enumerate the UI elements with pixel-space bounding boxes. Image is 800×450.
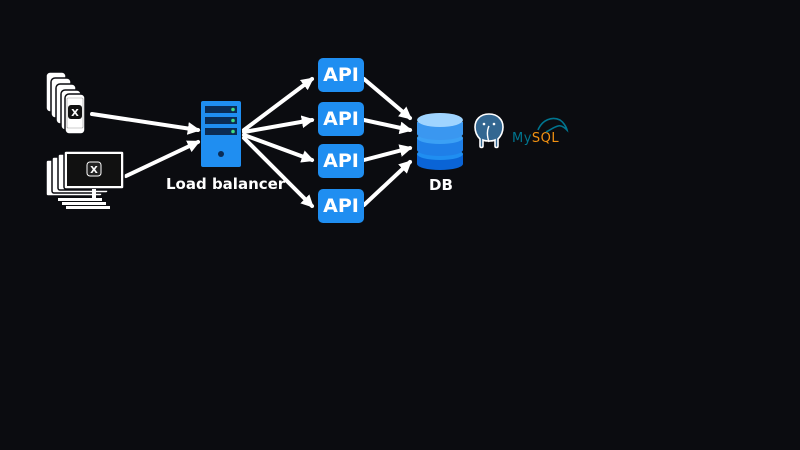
mysql-logo: MySQL (512, 131, 559, 146)
arrow-lb-to-api-2 (242, 115, 315, 134)
api-node-3: API (318, 144, 364, 178)
database-icon (417, 113, 463, 170)
arrow-api-2-to-db (362, 118, 413, 135)
db-label: DB (429, 176, 453, 194)
arrow-api-1-to-db (362, 77, 412, 120)
arrow-api-4-to-db (362, 160, 412, 207)
mysql-suffix: SQL (531, 131, 560, 146)
api-node-2: API (318, 102, 364, 136)
desktop-clients-icon: X (45, 150, 125, 209)
mysql-dolphin-icon (537, 117, 569, 133)
mobile-clients-icon: X (45, 71, 86, 135)
arrow-lb-to-api-4 (242, 136, 314, 208)
load-balancer-label: Load balancer (166, 175, 286, 193)
api-node-1: API (318, 58, 364, 92)
mobile-x-logo: X (71, 108, 79, 119)
postgresql-elephant-icon (474, 113, 504, 149)
arrow-api-3-to-db (362, 144, 413, 162)
arrow-mobile-to-lb (90, 112, 201, 135)
desktop-x-logo: X (90, 165, 98, 176)
load-balancer-server-icon (201, 101, 241, 167)
arrow-lb-to-api-1 (242, 77, 315, 132)
arrow-desktop-to-lb (124, 140, 201, 178)
arrow-lb-to-api-3 (242, 133, 315, 163)
mysql-prefix: My (512, 131, 532, 146)
api-node-4: API (318, 189, 364, 223)
